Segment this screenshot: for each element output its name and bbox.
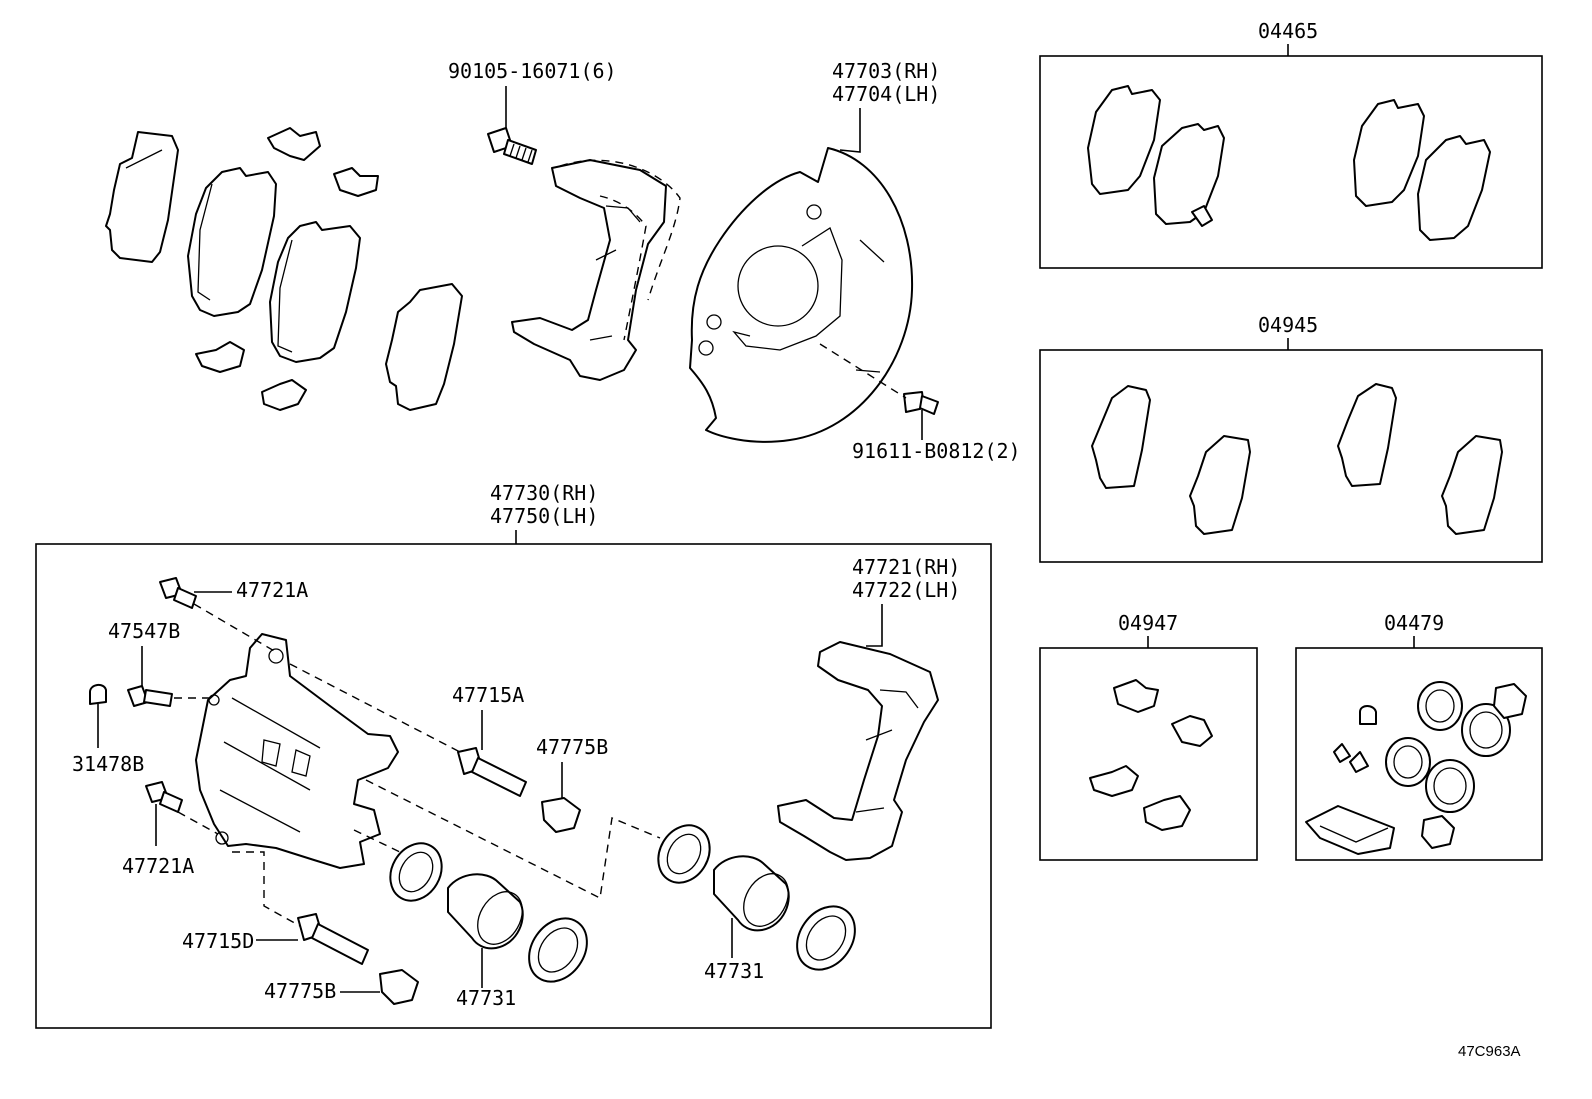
seal-kit-parts: [1305, 681, 1527, 855]
inner-pad: [187, 167, 277, 317]
pad-kit-box: [1039, 55, 1543, 269]
label-mount-lh: 47722(LH): [852, 578, 960, 602]
dust-cover: [689, 147, 914, 443]
piston-right: [713, 855, 790, 932]
dust-boot-right: [796, 905, 856, 971]
seal-kit-box: [1295, 647, 1543, 861]
bolt-47721a-top: [159, 577, 197, 609]
fitting-kit-box: [1039, 647, 1258, 861]
label-cover-bolt: 91611-B0812(2): [852, 439, 1021, 463]
label-pin-a: 47715A: [452, 683, 524, 707]
slide-pin-47715a: [457, 747, 527, 797]
mounting-support: [777, 641, 939, 861]
piston-seal-right: [657, 824, 711, 884]
label-kit-fit: 04947: [1118, 611, 1178, 635]
label-pin-d: 47715D: [182, 929, 254, 953]
bolt-47721a-bottom: [145, 781, 183, 813]
outer-anti-squeal-shim: [105, 131, 179, 263]
label-cover-rh: 47703(RH): [832, 59, 940, 83]
shim-kit-shims: [1091, 383, 1503, 535]
boot-47775b-bottom: [379, 969, 419, 1005]
cylinder-assembly-box: [35, 543, 992, 1029]
label-cylinder-lh: 47750(LH): [490, 504, 598, 528]
caliper-body: [195, 633, 399, 869]
label-boot-b-bottom: 47775B: [264, 979, 336, 1003]
label-piston-right: 47731: [704, 959, 764, 983]
fitting-kit-clips: [1089, 679, 1213, 831]
cover-bolt: [903, 391, 939, 415]
label-cap: 31478B: [72, 752, 144, 776]
piston-seal-left: [389, 842, 443, 902]
bleeder-cap: [89, 684, 107, 705]
label-bleeder: 47547B: [108, 619, 180, 643]
inner-shim: [385, 283, 463, 411]
dust-boot-left: [528, 917, 588, 983]
label-piston-left: 47731: [456, 986, 516, 1010]
torque-plate: [511, 159, 681, 381]
shim-kit-box: [1039, 349, 1543, 563]
slide-pin-47715d: [297, 913, 369, 965]
pad-support-plates: [195, 127, 379, 411]
piston-left: [447, 873, 524, 950]
label-boot-b-mid: 47775B: [536, 735, 608, 759]
label-retainer-bolt: 90105-16071(6): [448, 59, 617, 83]
outer-pad: [269, 221, 361, 363]
diagram-code: 47C963A: [1458, 1043, 1521, 1060]
retainer-bolt: [487, 127, 537, 165]
label-mount-rh: 47721(RH): [852, 555, 960, 579]
label-bolt-47721a-top: 47721A: [236, 578, 308, 602]
pad-kit-pads: [1087, 85, 1491, 241]
label-kit-seal: 04479: [1384, 611, 1444, 635]
label-bolt-47721a-bottom: 47721A: [122, 854, 194, 878]
label-cover-lh: 47704(LH): [832, 82, 940, 106]
label-cylinder-rh: 47730(RH): [490, 481, 598, 505]
label-kit-pad: 04465: [1258, 19, 1318, 43]
bleeder-plug: [127, 685, 173, 707]
boot-47775b-mid: [541, 797, 581, 833]
label-kit-shim: 04945: [1258, 313, 1318, 337]
